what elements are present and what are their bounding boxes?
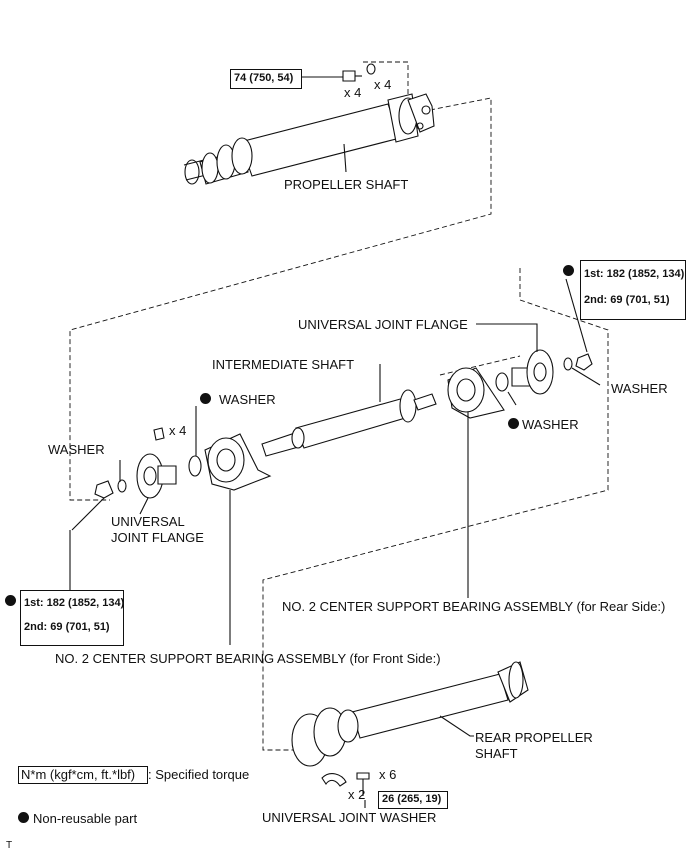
label-universal-joint-flange-left-2: JOINT FLANGE xyxy=(111,530,204,545)
torque-spec-right: 1st: 182 (1852, 134) 2nd: 69 (701, 51) xyxy=(580,260,686,320)
nonreusable-dot-right xyxy=(563,265,574,276)
rear-flange-drawing xyxy=(496,350,592,394)
nonreusable-dot-left xyxy=(5,595,16,606)
label-intermediate-shaft: INTERMEDIATE SHAFT xyxy=(212,357,355,372)
top-bolt-drawing xyxy=(301,64,375,81)
label-washer-right: WASHER xyxy=(611,381,668,396)
nonreusable-dot-legend xyxy=(18,812,29,823)
label-washer-mid: WASHER xyxy=(219,392,276,407)
label-universal-joint-flange-left-1: UNIVERSAL xyxy=(111,514,185,529)
label-washer-left: WASHER xyxy=(48,442,105,457)
torque-spec-left: 1st: 182 (1852, 134) 2nd: 69 (701, 51) xyxy=(20,590,124,646)
legend-nonreusable: Non-reusable part xyxy=(33,811,138,826)
front-washer-drawing xyxy=(189,456,201,476)
bottom-bolt-drawing xyxy=(322,773,369,796)
label-bearing-rear: NO. 2 CENTER SUPPORT BEARING ASSEMBLY (f… xyxy=(282,599,666,614)
legend-torque-key: N*m (kgf*cm, ft.*lbf) xyxy=(18,766,148,784)
footer-mark: T xyxy=(6,840,13,851)
left-flange-drawing xyxy=(137,428,176,498)
label-propeller-shaft: PROPELLER SHAFT xyxy=(284,177,409,192)
qty-top-bolt: x 4 xyxy=(344,85,362,100)
torque-spec-top: 74 (750, 54) xyxy=(230,69,302,89)
qty-bottom-washer: x 2 xyxy=(348,787,366,802)
label-bearing-front: NO. 2 CENTER SUPPORT BEARING ASSEMBLY (f… xyxy=(55,651,441,666)
label-universal-joint-flange-top: UNIVERSAL JOINT FLANGE xyxy=(298,317,468,332)
rear-bearing-drawing xyxy=(448,368,504,418)
label-universal-joint-washer: UNIVERSAL JOINT WASHER xyxy=(262,810,437,825)
dashed-guide-lines xyxy=(70,62,608,750)
qty-top-washer: x 4 xyxy=(374,77,392,92)
label-washer-rear-bearing: WASHER xyxy=(522,417,579,432)
intermediate-shaft-drawing xyxy=(262,390,436,456)
nonreusable-dot-washer-mid xyxy=(200,393,211,404)
torque-spec-bottom: 26 (265, 19) xyxy=(378,791,448,809)
front-bearing-drawing xyxy=(205,434,270,490)
label-rear-propeller-1: REAR PROPELLER xyxy=(475,730,593,745)
rear-propeller-shaft-drawing xyxy=(292,662,528,766)
qty-mid-nut: x 4 xyxy=(169,423,187,438)
legend-torque-desc: : Specified torque xyxy=(148,767,250,782)
left-nut-drawing xyxy=(70,480,126,590)
qty-bottom-bolt: x 6 xyxy=(379,767,397,782)
label-rear-propeller-2: SHAFT xyxy=(475,746,518,761)
nonreusable-dot-washer-rear xyxy=(508,418,519,429)
propeller-shaft-drawing xyxy=(184,94,434,184)
